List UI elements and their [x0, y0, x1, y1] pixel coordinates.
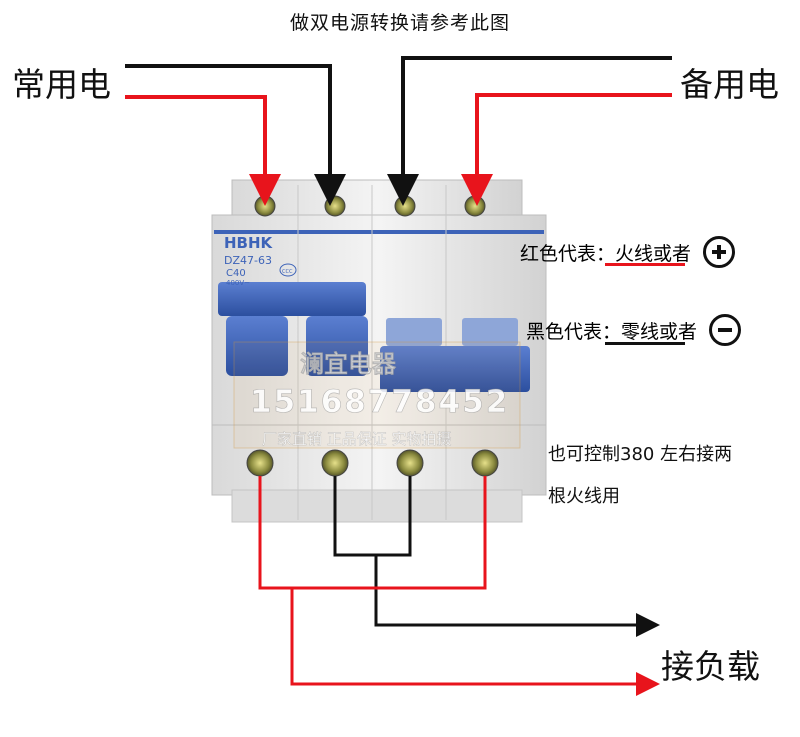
- legend-black-prefix: 黑色代表：: [526, 320, 622, 343]
- legend-red-underline: [605, 263, 685, 266]
- watermark-shop: 澜宜电器: [300, 350, 397, 378]
- page-title: 做双电源转换请参考此图: [289, 12, 510, 34]
- right-handle-bar: [380, 346, 530, 392]
- screw-bottom-3: [396, 449, 424, 477]
- note-line-2: 根火线用: [548, 486, 620, 507]
- screw-top-4: [464, 195, 486, 217]
- screw-bottom-4: [471, 449, 499, 477]
- legend-red-prefix: 红色代表：: [520, 242, 616, 265]
- ccc-mark-icon: [279, 263, 297, 277]
- breaker-base: [231, 489, 523, 523]
- screw-top-2: [324, 195, 346, 217]
- screw-top-1: [254, 195, 276, 217]
- rating-text: C40: [226, 268, 246, 279]
- backup-power-label: 备用电: [680, 65, 779, 104]
- screw-bottom-2: [321, 449, 349, 477]
- legend-black-meaning: 零线或者: [621, 320, 698, 343]
- brand-text: HBHK: [224, 234, 274, 252]
- legend-black-underline: [605, 342, 685, 345]
- note-line-1: 也可控制380 左右接两: [548, 444, 733, 465]
- handle-pole-1: [226, 316, 288, 376]
- minus-icon: [709, 314, 742, 346]
- plus-icon: [703, 236, 736, 268]
- legend-red: 红色代表： 火线或者: [520, 236, 736, 268]
- left-handle-bar: [218, 282, 366, 316]
- legend-red-meaning: 火线或者: [615, 242, 692, 265]
- svg-text:CCC: CCC: [282, 269, 293, 275]
- voltage-text: 400V~: [226, 279, 250, 287]
- watermark-slogan: 厂家直销 正品保证 实物拍摄: [262, 430, 452, 448]
- normal-power-label: 常用电: [12, 65, 111, 104]
- legend-black: 黑色代表： 零线或者: [526, 314, 742, 346]
- watermark-phone: 15168778452: [250, 384, 509, 420]
- screw-bottom-1: [246, 449, 274, 477]
- screw-top-3: [394, 195, 416, 217]
- output-wires: [258, 476, 660, 696]
- model-text: DZ47-63: [224, 254, 272, 267]
- load-label: 接负载: [661, 647, 760, 686]
- handle-pole-2: [306, 316, 368, 376]
- input-wires: [125, 56, 672, 206]
- watermark-box: [233, 341, 521, 449]
- blue-stripe: [214, 230, 544, 234]
